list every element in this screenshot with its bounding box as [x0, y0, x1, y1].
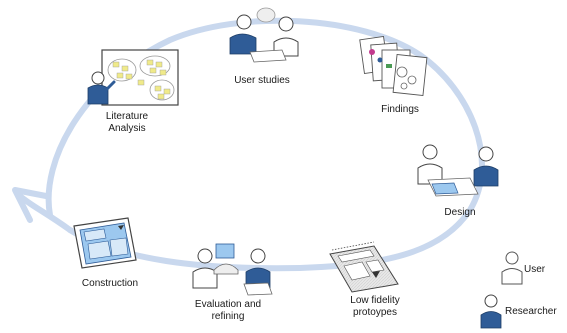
- label-low-fidelity-line1: Low fidelity: [350, 295, 399, 306]
- legend-user-label: User: [524, 264, 546, 275]
- label-user-studies: User studies: [234, 75, 290, 86]
- cycle-arrowhead-icon: [12, 187, 73, 233]
- findings-documents-icon: [359, 35, 428, 96]
- legend: User Researcher: [480, 251, 557, 329]
- user-interview-icon: [229, 7, 299, 63]
- label-evaluation-line2: refining: [212, 311, 245, 322]
- whiteboard-presenter-icon: [87, 49, 179, 106]
- researcher-figure-icon: [480, 294, 502, 329]
- legend-researcher-label: Researcher: [505, 306, 557, 317]
- label-literature-line2: Analysis: [108, 123, 145, 134]
- label-low-fidelity-line2: protoypes: [353, 307, 397, 318]
- label-design: Design: [444, 207, 475, 218]
- label-evaluation-line1: Evaluation and: [195, 299, 261, 310]
- evaluation-session-icon: [192, 243, 273, 296]
- paper-prototype-icon: [329, 241, 399, 293]
- label-findings: Findings: [381, 104, 419, 115]
- label-literature-line1: Literature: [106, 111, 149, 122]
- user-figure-icon: [501, 251, 523, 285]
- design-session-icon: [417, 144, 499, 197]
- screen-mockup-icon: [73, 217, 137, 269]
- label-construction: Construction: [82, 278, 138, 289]
